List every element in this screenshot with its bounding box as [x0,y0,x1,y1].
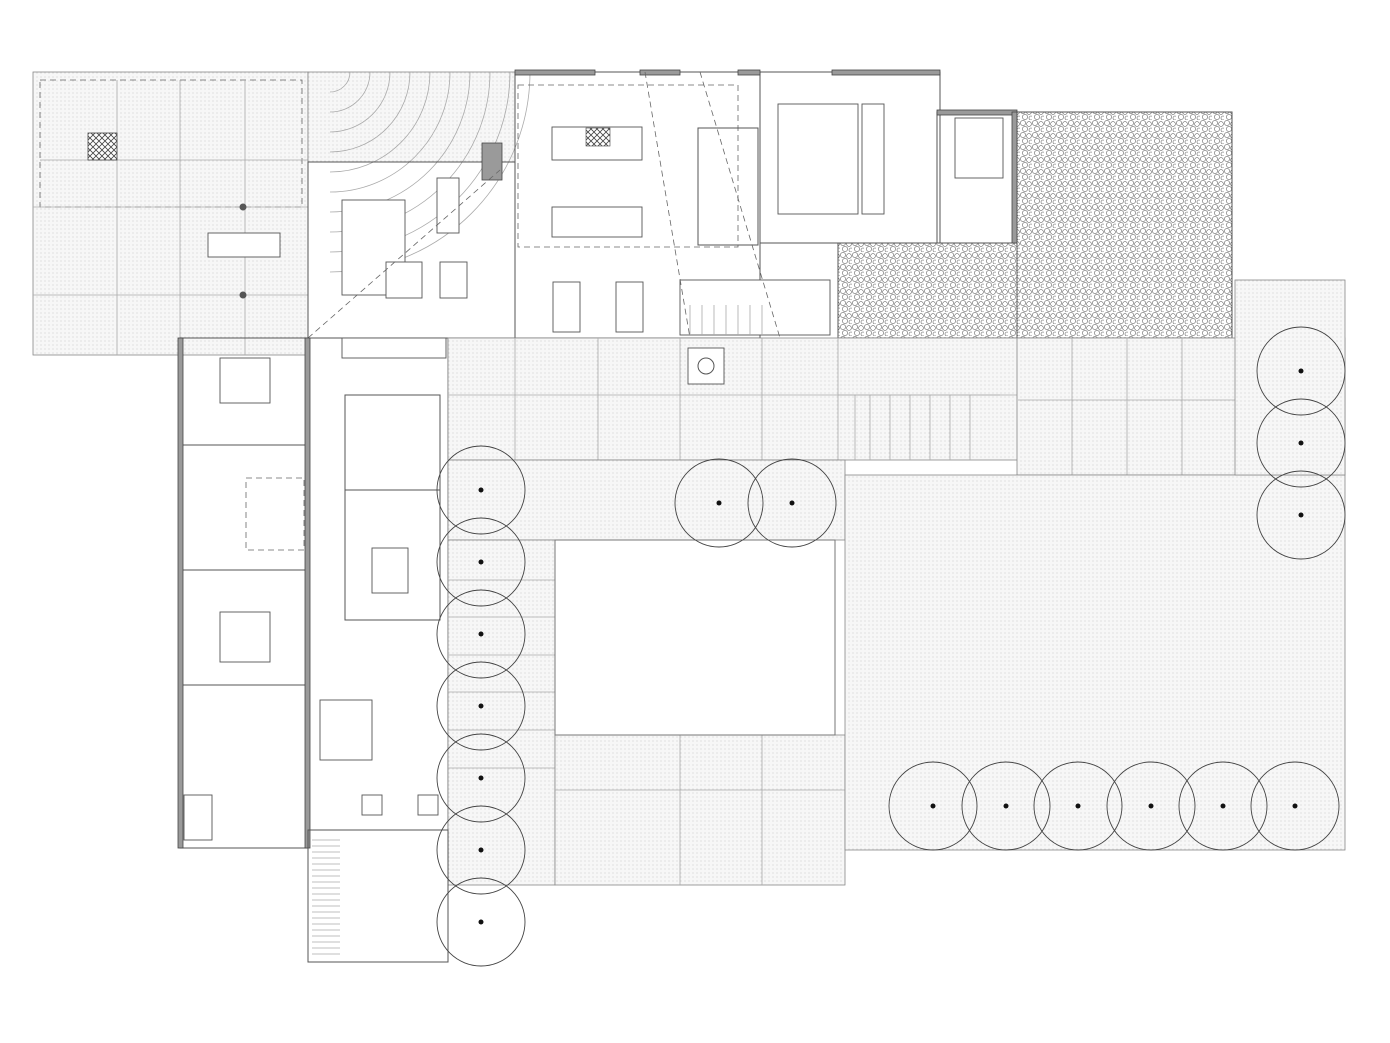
bed [777,103,859,215]
tree [1250,761,1340,851]
tree [961,761,1051,851]
tree-canopy [1250,761,1340,851]
tree-canopy [1033,761,1123,851]
bed [319,699,373,761]
tree-trunk [1075,803,1081,809]
tree-trunk [478,847,484,853]
tree [436,877,526,967]
trees [436,326,1346,967]
tree-trunk [478,775,484,781]
tree [1106,761,1196,851]
tree [1256,326,1346,416]
tree [1178,761,1268,851]
gravel-garden-south [837,242,1018,339]
tree-canopy [1256,326,1346,416]
tree-trunk [1298,440,1304,446]
tree-trunk [1292,803,1298,809]
tree [747,458,837,548]
tree-canopy [1178,761,1268,851]
tree-trunk [1148,803,1154,809]
tree [1256,398,1346,488]
tree-trunk [1298,512,1304,518]
planter [87,132,118,161]
lawn [844,474,1346,851]
tree [888,761,978,851]
bed [371,547,409,594]
tree-canopy [1256,470,1346,560]
bed [954,117,1004,179]
tree-canopy [436,805,526,895]
tree-trunk [1298,368,1304,374]
tree-trunk [478,703,484,709]
west-terrace [32,71,309,356]
tree-canopy [436,589,526,679]
tree-canopy [674,458,764,548]
tree [436,517,526,607]
outdoor-dining-table [207,232,281,258]
tree-canopy [436,445,526,535]
tree-canopy [1256,398,1346,488]
tree [436,733,526,823]
tree [436,445,526,535]
tree [436,805,526,895]
gravel-garden [1016,111,1233,339]
tree-trunk [478,919,484,925]
living-room [307,161,516,339]
tree-trunk [930,803,936,809]
tree-trunk [1220,803,1226,809]
tree-canopy [888,761,978,851]
tree [674,458,764,548]
tree-trunk [478,487,484,493]
tree-canopy [436,733,526,823]
bed [219,611,271,663]
tree-trunk [716,500,722,506]
tree-canopy [436,661,526,751]
tree-canopy [1106,761,1196,851]
tree-canopy [747,458,837,548]
tree-canopy [436,877,526,967]
tree-canopy [436,517,526,607]
tree-trunk [478,631,484,637]
tree-trunk [478,559,484,565]
tree [436,661,526,751]
tree [1033,761,1123,851]
tree [436,589,526,679]
tree-canopy [961,761,1051,851]
bedroom-wing [177,337,449,849]
courtyard [447,279,1346,886]
bed [219,357,271,404]
tree-trunk [789,500,795,506]
tree-trunk [1003,803,1009,809]
pool [554,539,836,736]
deck [307,829,449,963]
main-house [307,69,1018,339]
tree [1256,470,1346,560]
